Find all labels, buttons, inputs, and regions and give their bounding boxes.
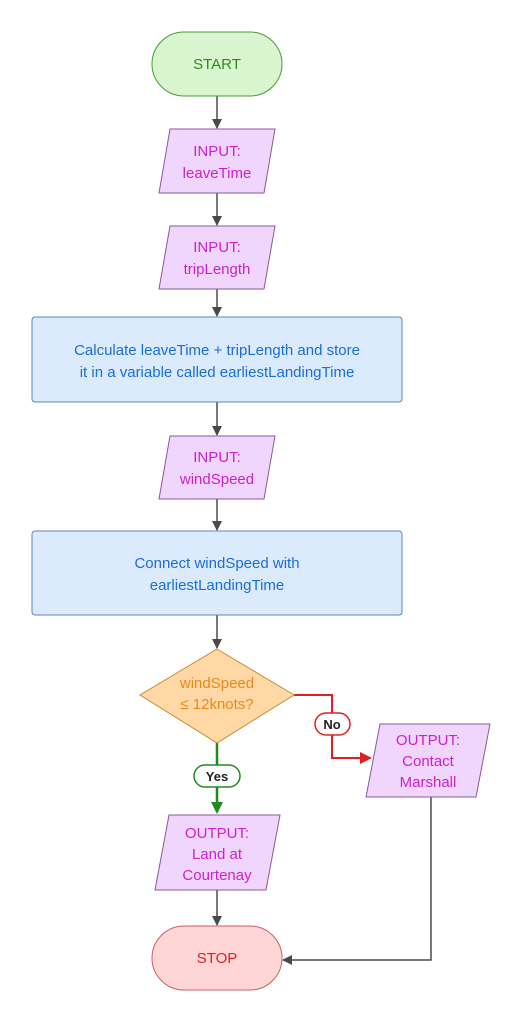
start-label: START [193,56,241,73]
stop-label: STOP [197,950,238,967]
badge-no: No [314,712,351,736]
input-leavetime-shape [158,128,276,194]
output-contact-shape [365,723,491,798]
input-windspeed-line2: windSpeed [179,471,254,488]
badge-yes: Yes [193,764,241,788]
stop-shape [151,925,283,991]
process-calculate-line2: it in a variable called earliestLandingT… [80,364,355,381]
output-land-shape [154,814,281,891]
input-triplength-line1: INPUT: [193,239,241,256]
output-land-line2: Land at [192,846,243,863]
process-connect-line2: earliestLandingTime [150,577,285,594]
process-connect-line1: Connect windSpeed with [134,555,299,572]
decision-node: windSpeed ≤ 12knots? [139,648,295,744]
input-leavetime-line2: leaveTime [183,165,252,182]
connector-contact-to-stop [282,797,432,965]
badge-yes-shape [193,764,241,788]
process-connect-node: Connect windSpeed with earliestLandingTi… [31,530,403,616]
process-calculate-shape [31,316,403,403]
output-contact-line3: Marshall [400,774,457,791]
stop-node: STOP [151,925,283,991]
decision-line1: windSpeed [179,675,254,692]
decision-line2: ≤ 12knots? [180,696,253,713]
input-windspeed-node: INPUT: windSpeed [158,435,276,500]
badge-yes-label: Yes [206,769,228,784]
output-land-node: OUTPUT: Land at Courtenay [154,814,281,891]
input-triplength-node: INPUT: tripLength [158,225,276,290]
output-land-line1: OUTPUT: [185,825,249,842]
output-contact-line2: Contact [402,753,455,770]
output-contact-line1: OUTPUT: [396,732,460,749]
process-connect-shape [31,530,403,616]
process-calculate-line1: Calculate leaveTime + tripLength and sto… [74,342,360,359]
output-contact-node: OUTPUT: Contact Marshall [365,723,491,798]
start-node: START [151,31,283,97]
input-windspeed-line1: INPUT: [193,449,241,466]
start-shape [151,31,283,97]
input-leavetime-line1: INPUT: [193,143,241,160]
process-calculate-node: Calculate leaveTime + tripLength and sto… [31,316,403,403]
input-windspeed-shape [158,435,276,500]
badge-no-label: No [323,717,340,732]
decision-shape [139,648,295,744]
input-leavetime-node: INPUT: leaveTime [158,128,276,194]
input-triplength-line2: tripLength [184,261,251,278]
output-land-line3: Courtenay [182,867,252,884]
input-triplength-shape [158,225,276,290]
badge-no-shape [314,712,351,736]
